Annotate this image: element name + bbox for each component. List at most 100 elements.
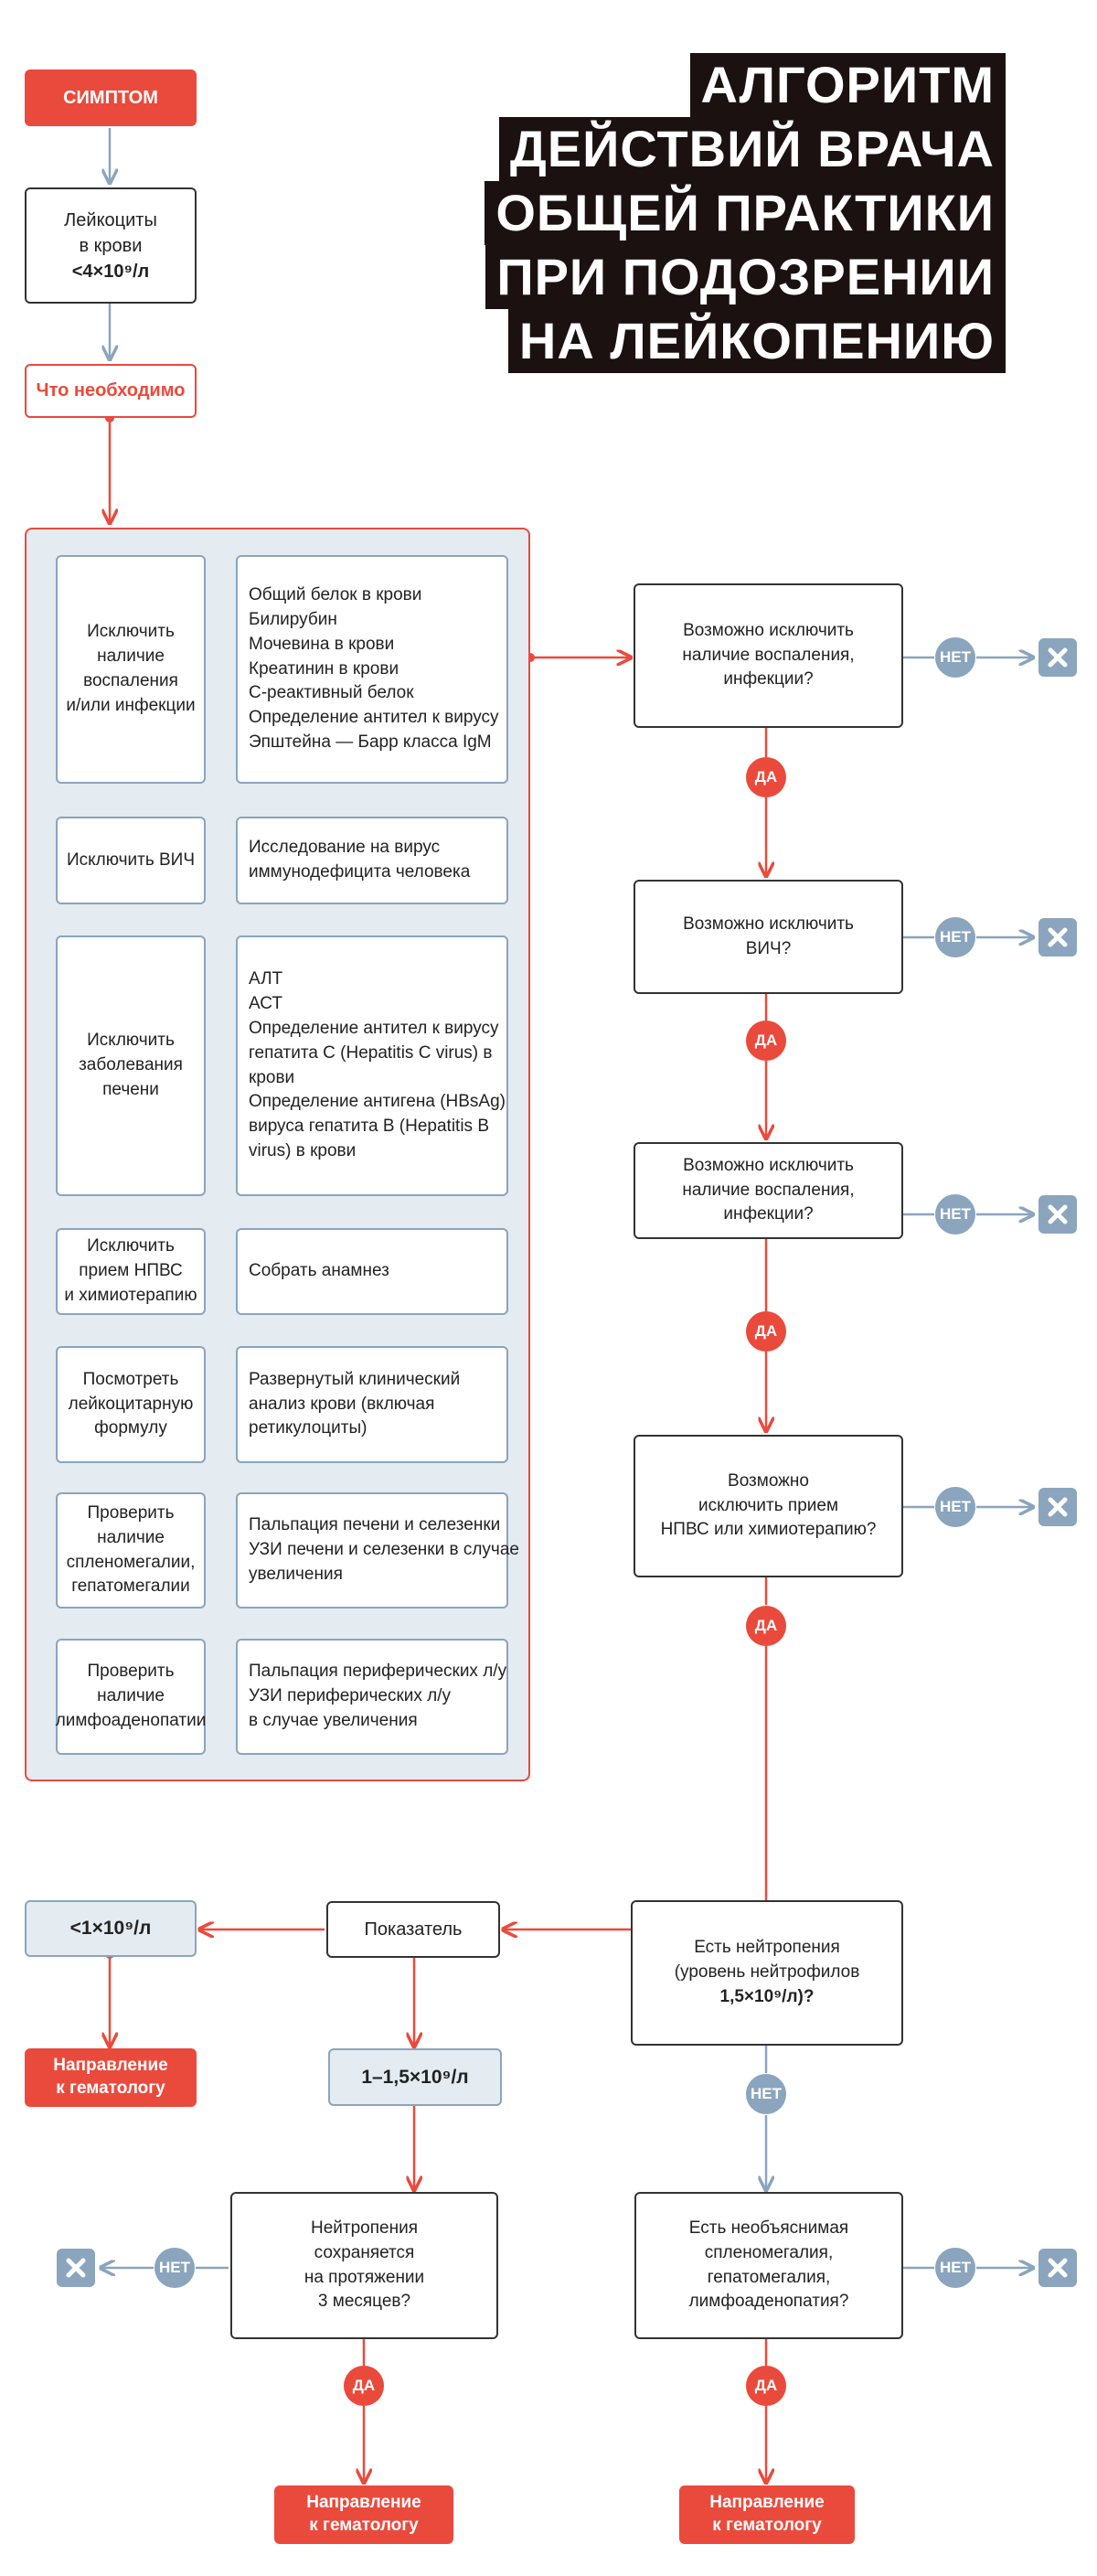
test-item: Пальпация периферических л/у xyxy=(249,1662,507,1682)
check-goal-line: формулу xyxy=(94,1418,167,1438)
close-icon xyxy=(1038,638,1077,677)
close-icon xyxy=(57,2249,95,2287)
check-tests: Собрать анамнез xyxy=(236,1228,508,1315)
decision-line: НПВС или химиотерапию? xyxy=(660,1520,877,1540)
yes-badge: ДА xyxy=(746,1311,786,1352)
test-item: С-реактивный белок xyxy=(249,683,414,703)
close-icon xyxy=(1038,918,1077,957)
test-item: крови xyxy=(249,1067,295,1087)
unexplained-question: Есть необъяснимая спленомегалия, гепатом… xyxy=(634,2192,903,2339)
decision-line: Возможно исключить xyxy=(683,1155,854,1175)
symptom-badge: СИМПТОМ xyxy=(25,69,197,126)
check-goal-line: воспаления xyxy=(83,671,178,690)
decision-box: Возможно исключить прием НПВС или химиот… xyxy=(634,1435,903,1577)
leukocytes-line: Лейкоциты xyxy=(64,209,157,230)
referral-line: Направление xyxy=(53,2056,168,2076)
referral-line: Направление xyxy=(709,2493,825,2513)
test-item: Определение антител к вирусу xyxy=(249,1018,499,1038)
check-goal-line: заболевания xyxy=(79,1055,183,1075)
leukocytes-line: в крови xyxy=(79,235,143,256)
referral-badge: Направление к гематологу xyxy=(679,2485,855,2544)
decision-line: инфекции? xyxy=(723,1204,814,1224)
test-item: virus) в крови xyxy=(249,1141,357,1161)
persists-question: Нейтропения сохраняется на протяжении 3 … xyxy=(230,2192,498,2339)
referral-line: к гематологу xyxy=(712,2516,822,2535)
question-line: (уровень нейтрофилов xyxy=(674,1962,860,1983)
yes-badge: ДА xyxy=(746,757,786,797)
check-goal-line: Исключить xyxy=(87,1031,175,1051)
test-item: Билирубин xyxy=(249,609,337,629)
test-item: Определение антигена (HBsAg) xyxy=(249,1092,506,1112)
close-icon xyxy=(1038,1195,1077,1234)
decision-line: Возможно xyxy=(728,1470,809,1491)
check-goal-line: наличие xyxy=(97,1686,165,1706)
test-item: Пальпация печени и селезенки xyxy=(249,1515,501,1535)
decision-line: Возможно исключить xyxy=(683,914,854,934)
yes-badge: ДА xyxy=(746,1021,786,1061)
question-line: на протяжении xyxy=(304,2267,425,2287)
check-goal-line: лимфоаденопатии xyxy=(55,1710,207,1730)
decision-box: Возможно исключить ВИЧ? xyxy=(634,880,903,994)
question-line: сохраняется xyxy=(314,2242,415,2262)
decision-line: инфекции? xyxy=(723,669,814,689)
question-line: лимфоаденопатия? xyxy=(688,2292,849,2312)
check-goal-line: Проверить xyxy=(87,1662,175,1682)
check-goal-line: Исключить ВИЧ xyxy=(67,850,195,870)
decision-line: наличие воспаления, xyxy=(682,1180,855,1200)
question-line: 1,5×10⁹/л)? xyxy=(719,1986,815,2006)
title-line: ПРИ ПОДОЗРЕНИИ xyxy=(485,245,1006,309)
check-goal-line: наличие xyxy=(97,1527,165,1547)
referral-line: к гематологу xyxy=(309,2516,419,2535)
no-badge: НЕТ xyxy=(935,2248,975,2288)
check-tests: Развернутый клинический анализ крови (вк… xyxy=(236,1346,508,1463)
referral-line: к гематологу xyxy=(56,2079,165,2098)
test-item: Определение антител к вирусу xyxy=(249,708,499,728)
check-goal: Исключить прием НПВС и химиотерапию xyxy=(56,1228,206,1315)
no-badge: НЕТ xyxy=(935,637,975,678)
decision-line: наличие воспаления, xyxy=(682,645,855,665)
check-goal-line: и/или инфекции xyxy=(66,695,196,715)
leukocytes-threshold: <4×10⁹/л xyxy=(71,261,150,282)
referral-badge: Направление к гематологу xyxy=(25,2048,197,2107)
yes-badge: ДА xyxy=(344,2366,384,2406)
test-item: иммунодефицита человека xyxy=(249,862,471,882)
test-item: ретикулоциты) xyxy=(249,1418,367,1438)
check-goal-line: гепатомегалии xyxy=(71,1577,190,1597)
decision-line: ВИЧ? xyxy=(745,938,792,958)
question-line: Нейтропения xyxy=(311,2218,418,2238)
check-goal: Исключить наличие воспаления и/или инфек… xyxy=(56,555,206,784)
indicator-box: Показатель xyxy=(326,1901,500,1958)
need-label: Что необходимо xyxy=(25,364,197,418)
check-tests: Исследование на вирус иммунодефицита чел… xyxy=(236,817,508,904)
test-item: Мочевина в крови xyxy=(249,634,395,654)
title-line: НА ЛЕЙКОПЕНИЮ xyxy=(507,309,1006,373)
question-line: спленомегалия, xyxy=(704,2242,834,2262)
check-goal: Исключить заболевания печени xyxy=(56,935,206,1196)
test-item: АСТ xyxy=(249,993,282,1013)
test-item: Развернутый клинический xyxy=(249,1369,461,1389)
close-icon xyxy=(1038,2249,1077,2287)
check-goal-line: лейкоцитарную xyxy=(68,1394,194,1414)
decision-box: Возможно исключить наличие воспаления, и… xyxy=(634,583,903,728)
test-item: вируса гепатита В (Hepatitis B xyxy=(249,1117,490,1137)
check-goal-line: наличие xyxy=(97,647,165,667)
question-line: гепатомегалия, xyxy=(707,2267,831,2287)
no-badge: НЕТ xyxy=(935,1194,975,1235)
test-item: Собрать анамнез xyxy=(249,1261,389,1281)
title-line: АЛГОРИТМ xyxy=(689,53,1006,117)
question-line: Есть нейтропения xyxy=(694,1938,840,1958)
check-tests: АЛТ АСТ Определение антител к вирусу геп… xyxy=(236,935,508,1196)
check-goal-line: прием НПВС xyxy=(79,1261,183,1281)
check-goal-line: Проверить xyxy=(87,1502,175,1523)
test-item: Эпштейна — Барр класса IgM xyxy=(249,732,492,753)
close-icon xyxy=(1038,1488,1077,1526)
check-tests: Общий белок в крови Билирубин Мочевина в… xyxy=(236,555,508,784)
no-badge: НЕТ xyxy=(746,2074,786,2114)
check-goal: Проверить наличие спленомегалии, гепатом… xyxy=(56,1492,206,1609)
test-item: УЗИ периферических л/у xyxy=(249,1686,452,1706)
test-item: анализ крови (включая xyxy=(249,1394,435,1414)
check-tests: Пальпация периферических л/у УЗИ перифер… xyxy=(236,1639,508,1755)
no-badge: НЕТ xyxy=(935,917,975,957)
referral-line: Направление xyxy=(306,2493,421,2513)
decision-line: исключить прием xyxy=(698,1495,839,1515)
